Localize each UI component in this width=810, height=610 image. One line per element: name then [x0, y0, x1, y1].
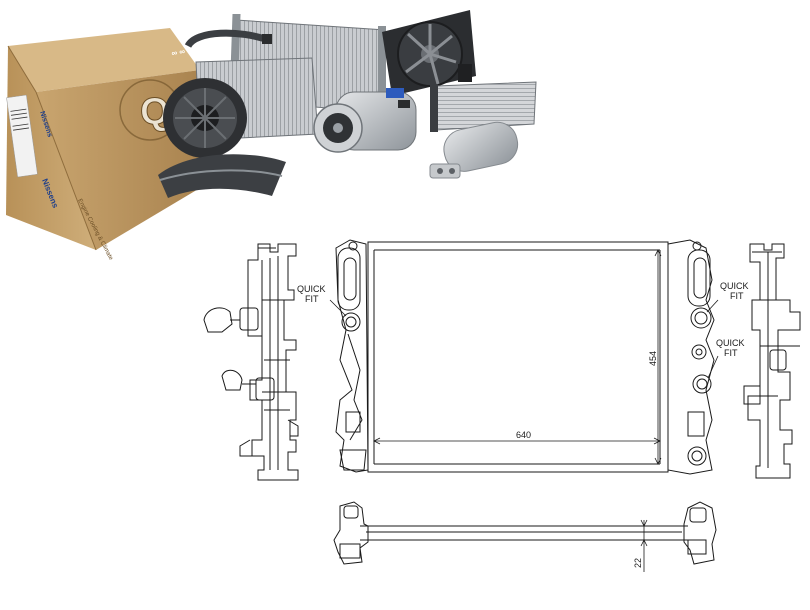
dimension-height-label: 454 — [648, 351, 658, 366]
quick-fit-callout-left-line2: FIT — [305, 294, 319, 304]
quick-fit-callout-right-upper-line2: FIT — [730, 291, 744, 301]
receiver-drier-photo — [429, 121, 519, 179]
bracket-outline-upper — [203, 307, 233, 333]
right-side-view — [743, 243, 801, 479]
dimension-width — [373, 437, 661, 445]
left-tank-outline — [335, 239, 369, 473]
dimension-depth — [630, 519, 652, 572]
dimension-height — [654, 249, 662, 465]
bracket-outline-lower — [221, 369, 243, 391]
right-tank-outline — [667, 239, 715, 475]
quick-fit-port-left — [341, 312, 361, 332]
blower-motor-photo — [158, 78, 286, 198]
quick-fit-port-right-lower — [692, 374, 712, 394]
quick-fit-callout-right-upper-line1: QUICK — [720, 281, 749, 291]
bottom-view — [333, 501, 717, 565]
technical-drawing — [203, 239, 801, 572]
quick-fit-callout-left-line1: QUICK — [297, 284, 326, 294]
heater-radiator-photo — [430, 81, 537, 132]
cooling-fan-photo — [382, 10, 476, 96]
product-photo: Nissens Nissens Engine Cooling & Climate… — [6, 10, 537, 262]
svg-text:∞ ∞: ∞ ∞ — [171, 47, 186, 58]
ac-compressor-photo — [313, 88, 417, 153]
quick-fit-port-right-upper — [690, 307, 712, 329]
front-view — [335, 239, 715, 475]
quick-fit-callout-right-lower-line1: QUICK — [716, 338, 745, 348]
dimension-depth-label: 22 — [633, 558, 643, 568]
dimension-width-label: 640 — [516, 430, 531, 440]
drawing-labels: QUICK FIT QUICK FIT QUICK FIT 454 640 22 — [297, 281, 749, 568]
left-side-view — [203, 243, 299, 481]
quick-fit-callout-right-lower-line2: FIT — [724, 348, 738, 358]
